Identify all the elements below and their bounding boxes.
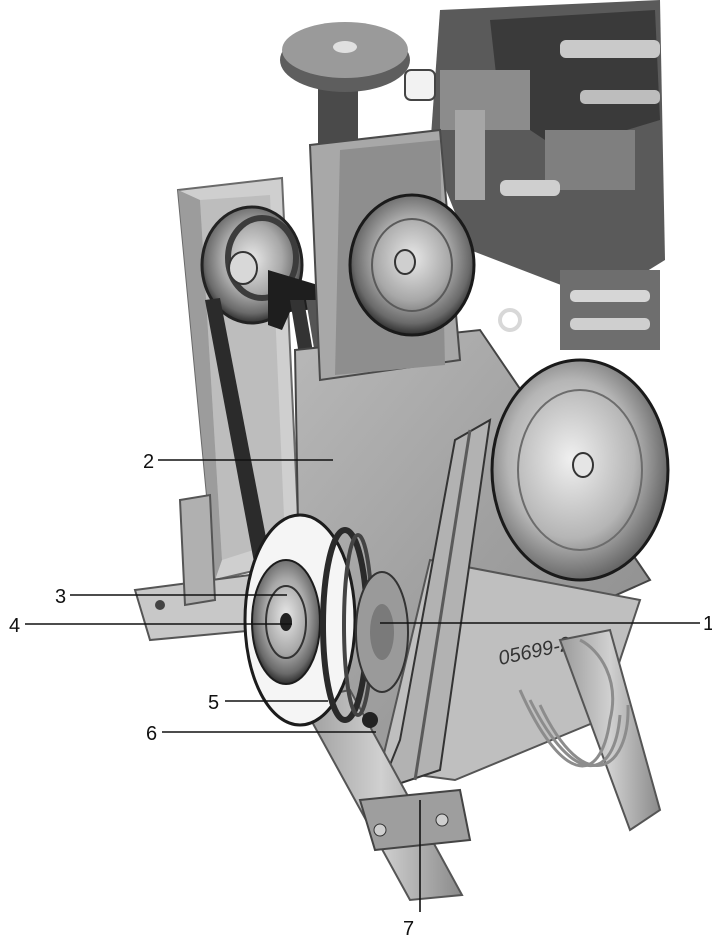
callouts: 1 2 3 4 5 6 7 bbox=[9, 451, 712, 940]
callout-label-5: 5 bbox=[208, 692, 219, 714]
callout-5: 5 bbox=[208, 692, 328, 714]
callout-label-2: 2 bbox=[143, 451, 154, 473]
gear-housing bbox=[308, 128, 476, 382]
top-spool bbox=[280, 22, 436, 180]
callout-label-1: 1 bbox=[703, 613, 712, 635]
callout-3: 3 bbox=[55, 586, 287, 608]
callout-7: 7 bbox=[403, 800, 421, 940]
upper-left-pulley bbox=[200, 205, 322, 330]
callout-1: 1 bbox=[380, 613, 712, 635]
callout-label-6: 6 bbox=[146, 723, 157, 745]
callout-6: 6 bbox=[146, 723, 376, 745]
lower-pulley-assembly bbox=[243, 513, 409, 728]
callout-label-3: 3 bbox=[55, 586, 66, 608]
callout-label-7: 7 bbox=[403, 918, 414, 940]
callout-label-4: 4 bbox=[9, 615, 20, 637]
callout-4: 4 bbox=[9, 615, 292, 637]
callout-2: 2 bbox=[143, 451, 333, 473]
cable-bundle bbox=[518, 638, 630, 768]
large-disc bbox=[490, 358, 670, 582]
upper-mechanism bbox=[430, 0, 665, 350]
base-rail bbox=[298, 628, 662, 902]
